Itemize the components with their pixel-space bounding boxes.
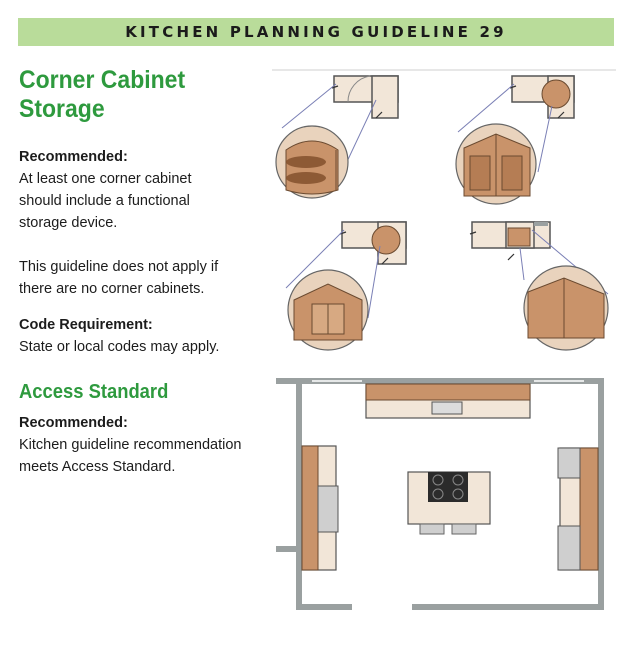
top-divider xyxy=(272,69,616,71)
swing-out-corner-icon xyxy=(455,75,575,205)
code-requirement-text: State or local codes may apply. xyxy=(19,339,220,355)
kitchen-floor-plan-icon xyxy=(276,378,604,610)
code-requirement-label: Code Requirement: xyxy=(19,317,153,333)
round-corner-cabinet-icon xyxy=(285,221,407,351)
lazy-susan-corner-icon xyxy=(275,75,399,199)
recommended-text: At least one corner cabinet should inclu… xyxy=(19,171,192,231)
access-recommended-label: Recommended: xyxy=(19,415,128,431)
note-text: This guideline does not apply if there a… xyxy=(19,259,219,297)
text-column: Corner Cabinet Storage Recommended: At l… xyxy=(19,66,264,478)
guideline-banner: KITCHEN PLANNING GUIDELINE 29 xyxy=(18,18,614,46)
access-recommended-text: Kitchen guideline recommendation meets A… xyxy=(19,437,242,475)
corner-cabinet-heading: Corner Cabinet Storage xyxy=(19,66,186,123)
access-standard-heading: Access Standard xyxy=(19,381,169,403)
blind-corner-cabinet-icon xyxy=(469,221,609,351)
banner-title: KITCHEN PLANNING GUIDELINE 29 xyxy=(125,23,507,41)
recommended-label: Recommended: xyxy=(19,149,128,165)
